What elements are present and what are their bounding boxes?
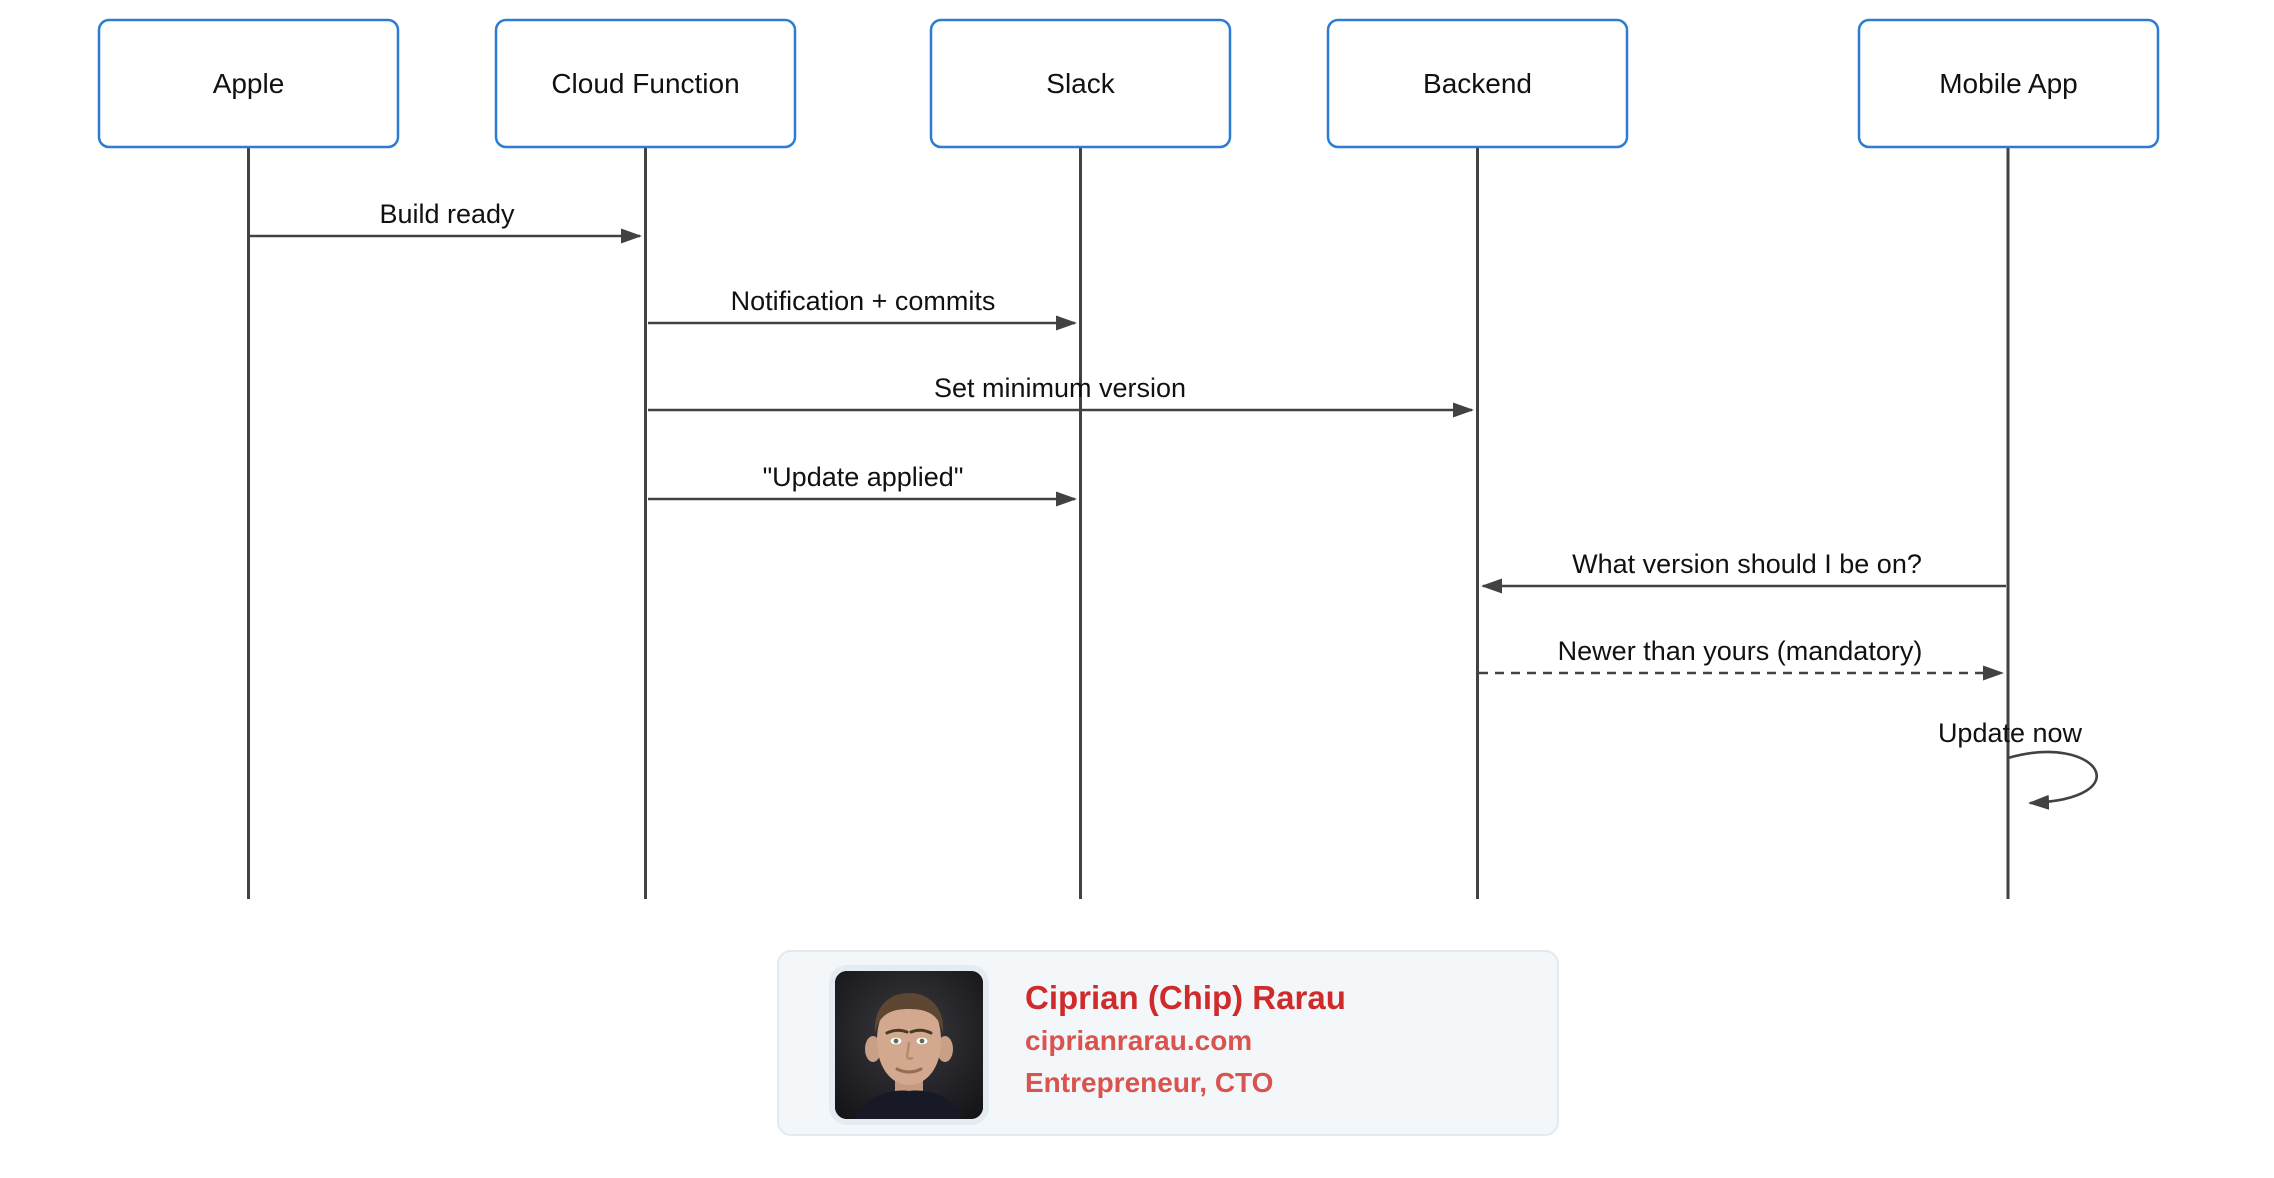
actor-box-cloud-function — [494, 18, 797, 149]
message-label-set-minimum-version: Set minimum version — [934, 373, 1186, 403]
message-label-update-applied: "Update applied" — [763, 462, 964, 492]
actor-boxes: Apple Cloud Function Slack Backend Mobil… — [97, 18, 2160, 149]
actor-box-slack — [929, 18, 1232, 149]
message-what-version: What version should I be on? — [1481, 549, 2006, 594]
message-build-ready: Build ready — [250, 199, 642, 244]
author-title: Entrepreneur, CTO — [1025, 1067, 1274, 1098]
actor-label-cloud-function: Cloud Function — [551, 68, 739, 99]
actor-label-mobile-app: Mobile App — [1939, 68, 2078, 99]
actor-slack: Slack — [929, 18, 1232, 149]
message-notification-commits: Notification + commits — [648, 286, 1077, 331]
author-photo — [829, 965, 989, 1125]
actor-label-backend: Backend — [1423, 68, 1532, 99]
author-card: Ciprian (Chip) Rarau ciprianrarau.com En… — [777, 950, 1559, 1136]
message-set-minimum-version: Set minimum version — [648, 373, 1474, 418]
actor-apple: Apple — [97, 18, 400, 149]
message-label-update-now: Update now — [1938, 718, 2083, 748]
message-newer-than-yours: Newer than yours (mandatory) — [1479, 636, 2004, 681]
message-label-build-ready: Build ready — [379, 199, 515, 229]
author-website-link[interactable]: ciprianrarau.com — [1025, 1025, 1253, 1056]
actor-box-backend — [1326, 18, 1629, 149]
actor-label-slack: Slack — [1046, 68, 1115, 99]
self-message-update-now: Update now — [1938, 718, 2098, 810]
message-label-newer-than-yours: Newer than yours (mandatory) — [1558, 636, 1923, 666]
actor-backend: Backend — [1326, 18, 1629, 149]
self-loop-arrow-update-now — [2007, 750, 2098, 810]
message-update-applied: "Update applied" — [648, 462, 1077, 507]
actor-label-apple: Apple — [213, 68, 285, 99]
author-name: Ciprian (Chip) Rarau — [1025, 979, 1346, 1016]
author-portrait-illustration — [835, 971, 983, 1119]
messages: Build ready Notification + commits Set m… — [250, 199, 2098, 810]
lifelines — [247, 147, 2010, 899]
author-text-block: Ciprian (Chip) Rarau ciprianrarau.com En… — [1025, 976, 1346, 1104]
message-label-notification-commits: Notification + commits — [731, 286, 996, 316]
actor-mobile-app: Mobile App — [1857, 18, 2160, 149]
actor-box-mobile-app — [1857, 18, 2160, 149]
message-label-what-version: What version should I be on? — [1572, 549, 1922, 579]
actor-cloud-function: Cloud Function — [494, 18, 797, 149]
actor-box-apple — [97, 18, 400, 149]
